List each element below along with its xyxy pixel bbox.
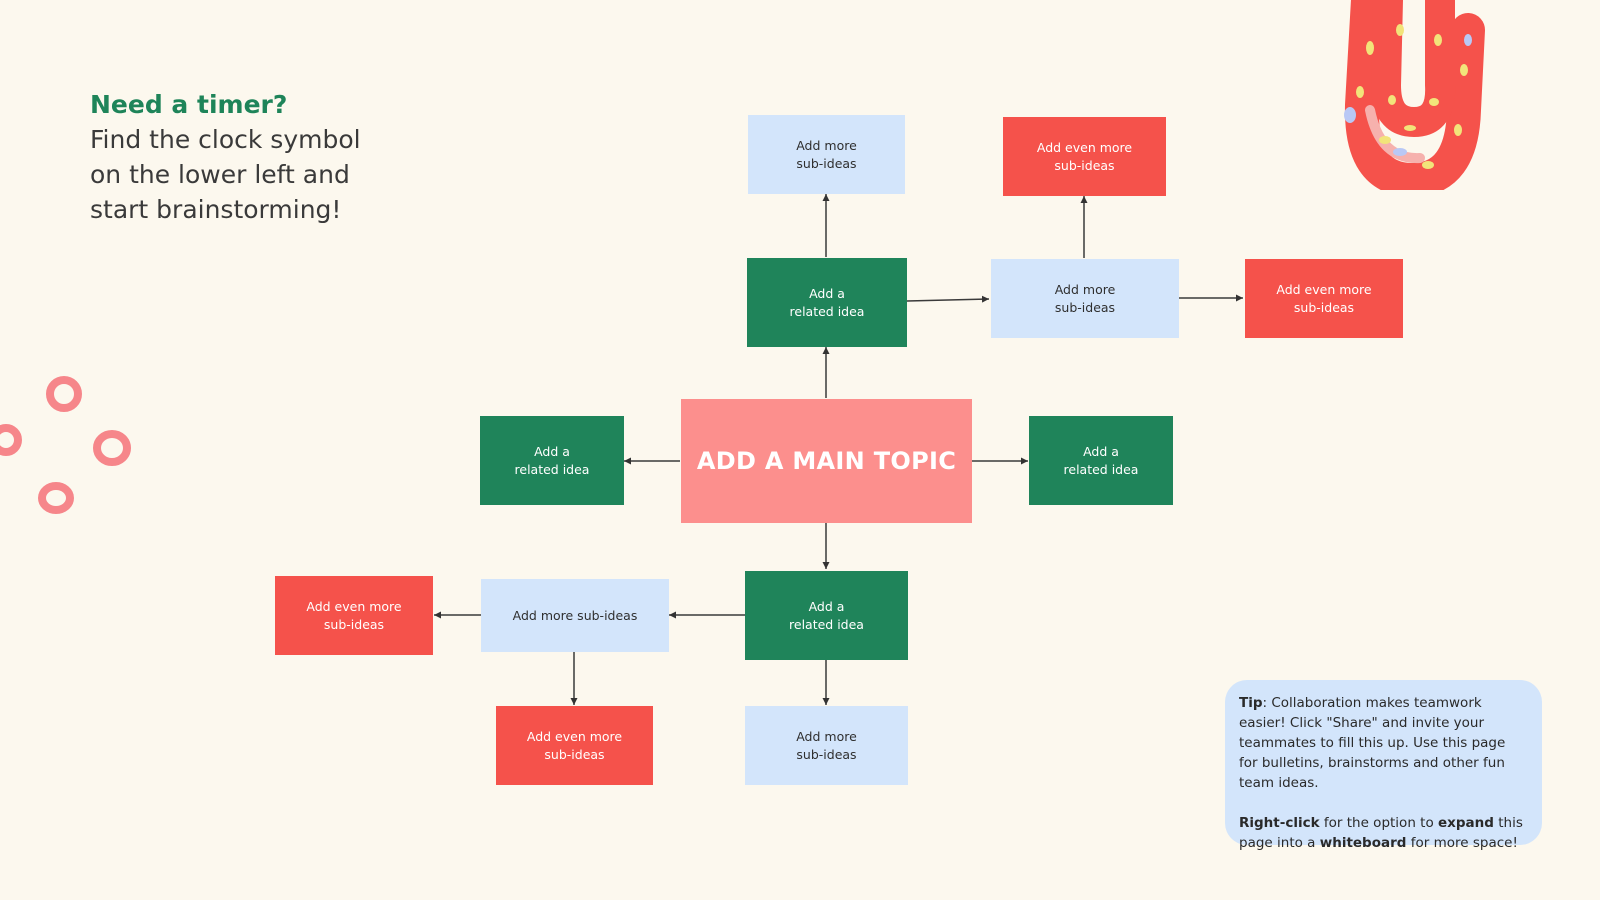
- related-idea-right-label: Add a related idea: [1063, 443, 1139, 477]
- sub-ideas-bottom-label: Add more sub-ideas: [796, 728, 857, 762]
- tip-bold-expand: expand: [1438, 815, 1494, 831]
- tip-text-4: for more space!: [1406, 835, 1518, 851]
- sub-ideas-top-right-label: Add more sub-ideas: [1054, 281, 1116, 315]
- tip-paragraph-1: Tip: Collaboration makes teamwork easier…: [1239, 693, 1528, 793]
- tip-label: Tip: [1239, 695, 1263, 711]
- even-more-far-right-node[interactable]: Add even more sub-ideas: [1245, 259, 1403, 338]
- related-idea-left-node[interactable]: Add a related idea: [480, 416, 624, 505]
- even-more-top-right-label: Add even more sub-ideas: [1036, 139, 1133, 173]
- even-more-top-right-node[interactable]: Add even more sub-ideas: [1003, 117, 1166, 196]
- main-topic-node[interactable]: ADD A MAIN TOPIC: [681, 399, 972, 523]
- sub-ideas-bottom-left-label: Add more sub-ideas: [512, 607, 638, 623]
- tip-box: Tip: Collaboration makes teamwork easier…: [1225, 680, 1542, 851]
- paperclip-decoration-icon: [1344, 0, 1485, 190]
- tip-text-1: : Collaboration makes teamwork easier! C…: [1239, 695, 1506, 791]
- even-more-far-left-label: Add even more sub-ideas: [306, 598, 402, 632]
- sub-ideas-top-label: Add more sub-ideas: [796, 137, 857, 171]
- related-idea-left-label: Add a related idea: [514, 443, 590, 477]
- tip-bold-right-click: Right-click: [1239, 815, 1320, 831]
- related-idea-bottom-label: Add a related idea: [789, 598, 864, 632]
- heading-line-2: on the lower left and: [90, 160, 350, 189]
- sub-ideas-top-right-node[interactable]: Add more sub-ideas: [991, 259, 1179, 338]
- heading-line-3: start brainstorming!: [90, 195, 342, 224]
- related-idea-right-node[interactable]: Add a related idea: [1029, 416, 1173, 505]
- main-topic-label: ADD A MAIN TOPIC: [696, 447, 957, 475]
- related-idea-top-node[interactable]: Add a related idea: [747, 258, 907, 347]
- tip-paragraph-2: Right-click for the option to expand thi…: [1239, 813, 1528, 853]
- heading-accent: Need a timer?: [90, 90, 288, 119]
- even-more-far-left-node[interactable]: Add even more sub-ideas: [275, 576, 433, 655]
- related-idea-bottom-node[interactable]: Add a related idea: [745, 571, 908, 660]
- sub-ideas-bottom-node[interactable]: Add more sub-ideas: [745, 706, 908, 785]
- heading: Need a timer? Find the clock symbol on t…: [90, 88, 470, 227]
- even-more-far-right-label: Add even more sub-ideas: [1276, 281, 1372, 315]
- heading-line-1: Find the clock symbol: [90, 125, 361, 154]
- connector-top-to-right-sub: [906, 295, 990, 303]
- tip-text-3: this page into a: [1239, 815, 1523, 851]
- sub-ideas-bottom-left-node[interactable]: Add more sub-ideas: [481, 579, 669, 652]
- even-more-bottom-node[interactable]: Add even more sub-ideas: [496, 706, 653, 785]
- related-idea-top-label: Add a related idea: [789, 285, 865, 319]
- even-more-bottom-label: Add even more sub-ideas: [526, 728, 623, 762]
- rings-decoration-icon: [0, 376, 131, 514]
- sub-ideas-top-node[interactable]: Add more sub-ideas: [748, 115, 905, 194]
- tip-bold-whiteboard: whiteboard: [1319, 835, 1407, 851]
- tip-text-2: for the option to: [1319, 815, 1439, 831]
